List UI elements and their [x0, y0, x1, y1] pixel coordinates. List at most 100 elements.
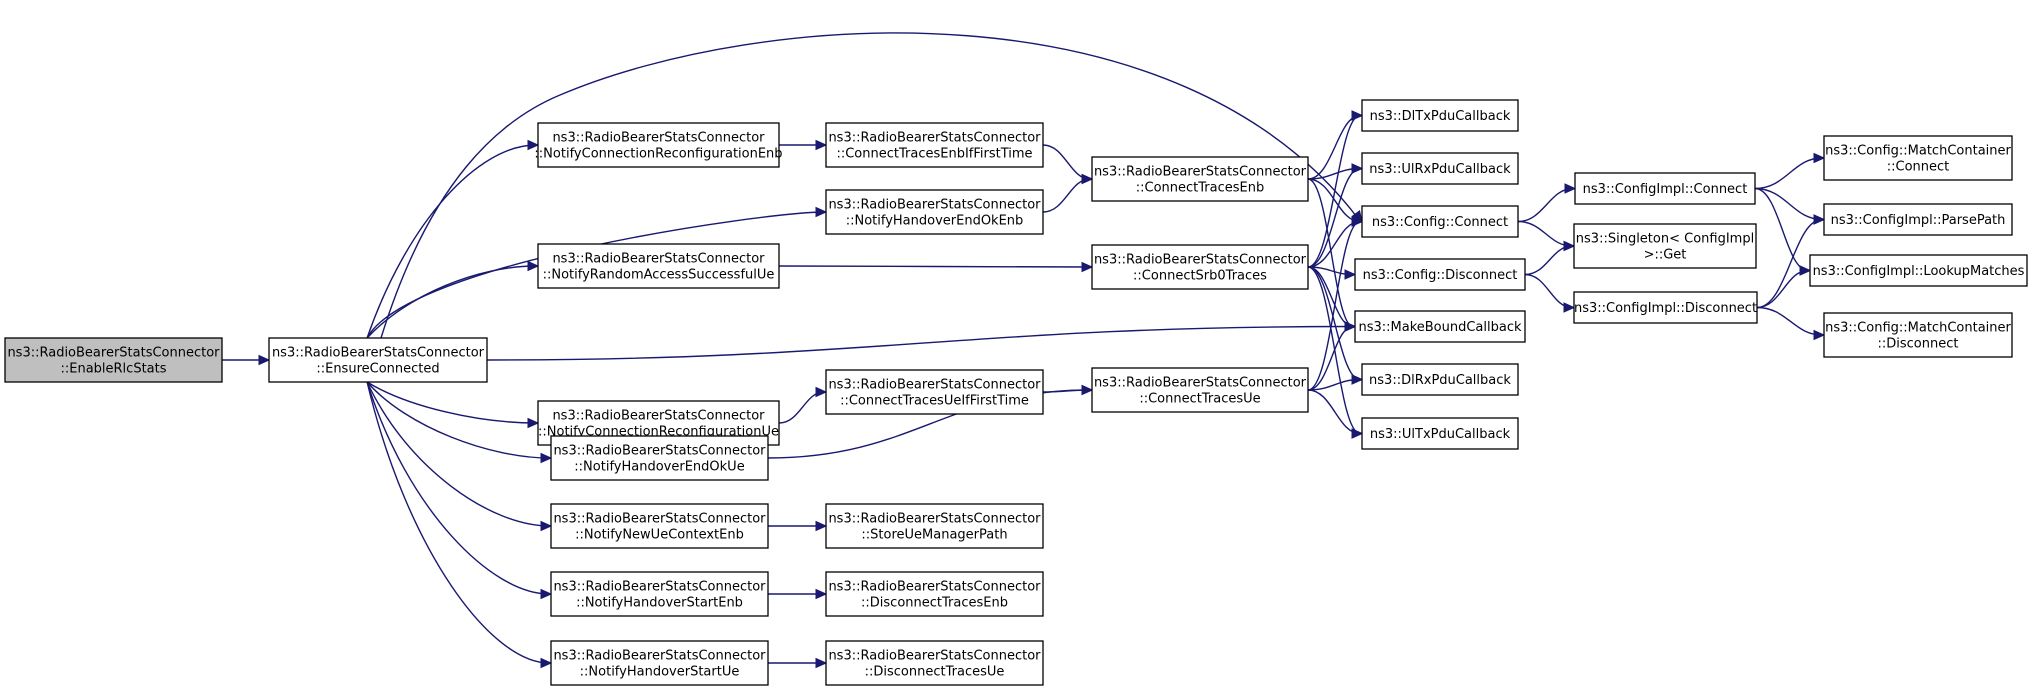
- node-ncrEnb[interactable]: ns3::RadioBearerStatsConnector::NotifyCo…: [534, 122, 783, 168]
- node-hoEndUe[interactable]: ns3::RadioBearerStatsConnector::NotifyHa…: [550, 435, 769, 481]
- node-box: [825, 640, 1044, 686]
- node-box: [825, 189, 1044, 235]
- node-label: ns3::RadioBearerStatsConnector: [552, 131, 765, 146]
- edge-ensure-to-hoStartEnb: [366, 381, 553, 600]
- node-singleton[interactable]: ns3::Singleton< ConfigImpl >::Get: [1573, 223, 1757, 269]
- node-label: ns3::DlRxPduCallback: [1369, 373, 1511, 388]
- node-ulRx[interactable]: ns3::UlRxPduCallback: [1361, 152, 1519, 185]
- edge-ctUe-to-dlRx: [1307, 374, 1364, 391]
- node-box: [825, 571, 1044, 617]
- node-enable[interactable]: ns3::RadioBearerStatsConnector::EnableRl…: [4, 337, 223, 383]
- node-hoStartEnb[interactable]: ns3::RadioBearerStatsConnector::NotifyHa…: [550, 571, 769, 617]
- arrowhead: [815, 206, 828, 218]
- node-box: [1361, 99, 1519, 132]
- node-storeUe[interactable]: ns3::RadioBearerStatsConnector::StoreUeM…: [825, 503, 1044, 549]
- edge-ensure-to-hoStartUe: [366, 381, 553, 669]
- arrowhead: [1351, 428, 1364, 439]
- node-dlRx[interactable]: ns3::DlRxPduCallback: [1361, 363, 1519, 396]
- node-discEnb[interactable]: ns3::RadioBearerStatsConnector::Disconne…: [825, 571, 1044, 617]
- edge-implConnect-to-lookup: [1754, 187, 1812, 276]
- edge-ctEnbIf-to-ctEnb: [1042, 144, 1094, 185]
- node-ctEnb[interactable]: ns3::RadioBearerStatsConnector::ConnectT…: [1091, 156, 1309, 202]
- node-mbc[interactable]: ns3::MakeBoundCallback: [1354, 310, 1526, 343]
- edge-line: [1307, 220, 1361, 391]
- arrowhead: [540, 520, 553, 532]
- node-srb0[interactable]: ns3::RadioBearerStatsConnector::ConnectS…: [1091, 244, 1309, 290]
- node-label: ns3::RadioBearerStatsConnector: [553, 580, 766, 595]
- node-ensure[interactable]: ns3::RadioBearerStatsConnector::EnsureCo…: [268, 337, 488, 383]
- node-implDisconnect[interactable]: ns3::ConfigImpl::Disconnect: [1573, 291, 1758, 324]
- node-box: [825, 122, 1044, 168]
- edge-line: [486, 325, 1354, 361]
- node-ctEnbIf[interactable]: ns3::RadioBearerStatsConnector::ConnectT…: [825, 122, 1044, 168]
- node-label: ns3::ConfigImpl::ParsePath: [1831, 213, 2006, 228]
- arrowhead: [1081, 173, 1094, 185]
- edge-line: [366, 381, 550, 527]
- node-mcConnect[interactable]: ns3::Config::MatchContainer::Connect: [1823, 135, 2013, 181]
- node-parsePath[interactable]: ns3::ConfigImpl::ParsePath: [1823, 203, 2013, 236]
- arrowhead: [815, 386, 828, 398]
- edge-line: [366, 265, 537, 339]
- node-box: [825, 503, 1044, 549]
- node-ulTx[interactable]: ns3::UlTxPduCallback: [1361, 417, 1519, 450]
- arrowhead: [540, 452, 553, 464]
- edge-line: [366, 381, 550, 459]
- node-cfgDisconnect[interactable]: ns3::Config::Disconnect: [1354, 258, 1526, 291]
- node-discUe[interactable]: ns3::RadioBearerStatsConnector::Disconne…: [825, 640, 1044, 686]
- node-box: [1091, 367, 1309, 413]
- node-label: ns3::RadioBearerStatsConnector: [553, 444, 766, 459]
- arrowhead: [1344, 269, 1357, 280]
- node-lookup[interactable]: ns3::ConfigImpl::LookupMatches: [1809, 254, 2028, 287]
- edge-ensure-to-hoEndUe: [366, 381, 553, 464]
- node-box: [1574, 172, 1756, 205]
- node-label: ns3::RadioBearerStatsConnector: [828, 512, 1041, 527]
- node-box: [825, 369, 1044, 415]
- node-ctUe[interactable]: ns3::RadioBearerStatsConnector::ConnectT…: [1091, 367, 1309, 413]
- edge-line: [778, 265, 1091, 268]
- edge-line: [1756, 306, 1823, 336]
- node-mcDisconnect[interactable]: ns3::Config::MatchContainer::Disconnect: [1823, 312, 2013, 358]
- node-box: [268, 337, 488, 383]
- node-hoStartUe[interactable]: ns3::RadioBearerStatsConnector::NotifyHa…: [550, 640, 769, 686]
- node-label: ns3::RadioBearerStatsConnector: [828, 649, 1041, 664]
- edge-ctUe-to-ulTx: [1307, 389, 1364, 439]
- node-hoEndEnb[interactable]: ns3::RadioBearerStatsConnector::NotifyHa…: [825, 189, 1044, 235]
- node-label: ::DisconnectTracesEnb: [861, 596, 1008, 611]
- node-cfgConnect[interactable]: ns3::Config::Connect: [1361, 205, 1519, 238]
- edge-ensure-to-mbc: [486, 321, 1357, 361]
- node-label: ::NotifyConnectionReconfigurationEnb: [534, 147, 782, 162]
- node-label: ns3::RadioBearerStatsConnector: [552, 252, 765, 267]
- node-label: ns3::RadioBearerStatsConnector: [828, 198, 1041, 213]
- edge-line: [1042, 144, 1091, 180]
- node-implConnect[interactable]: ns3::ConfigImpl::Connect: [1574, 172, 1756, 205]
- edge-ensure-to-raUe: [366, 260, 540, 339]
- node-label: ::NotifyHandoverEndOkEnb: [846, 214, 1024, 229]
- node-newUe[interactable]: ns3::RadioBearerStatsConnector::NotifyNe…: [550, 503, 769, 549]
- arrowhead: [1081, 384, 1094, 396]
- edges-layer: [222, 32, 1826, 669]
- node-label: ns3::MakeBoundCallback: [1358, 320, 1522, 335]
- node-label: ns3::RadioBearerStatsConnector: [552, 409, 765, 424]
- node-label: ns3::DlTxPduCallback: [1370, 109, 1511, 124]
- node-dlTx[interactable]: ns3::DlTxPduCallback: [1361, 99, 1519, 132]
- edge-line: [1524, 273, 1573, 309]
- node-box: [1361, 363, 1519, 396]
- edge-ctUeIf-to-ctUe: [1042, 384, 1094, 396]
- node-box: [1823, 203, 2013, 236]
- node-label: ns3::RadioBearerStatsConnector: [553, 649, 766, 664]
- node-label: ns3::RadioBearerStatsConnector: [272, 346, 485, 361]
- node-label: ::ConnectTracesUe: [1139, 392, 1260, 407]
- node-ctUeIf[interactable]: ns3::RadioBearerStatsConnector::ConnectT…: [825, 369, 1044, 415]
- node-raUe[interactable]: ns3::RadioBearerStatsConnector::NotifyRa…: [537, 243, 780, 289]
- edge-srb0-to-dlTx: [1307, 110, 1364, 268]
- node-label: ::StoreUeManagerPath: [861, 528, 1007, 543]
- arrowhead: [540, 588, 553, 600]
- arrowhead: [815, 520, 828, 532]
- node-label: ns3::RadioBearerStatsConnector: [1094, 376, 1307, 391]
- arrowhead: [1081, 261, 1094, 273]
- node-box: [537, 243, 780, 289]
- node-box: [550, 571, 769, 617]
- node-label: ns3::RadioBearerStatsConnector: [553, 512, 766, 527]
- node-box: [550, 435, 769, 481]
- node-label: ns3::RadioBearerStatsConnector: [828, 131, 1041, 146]
